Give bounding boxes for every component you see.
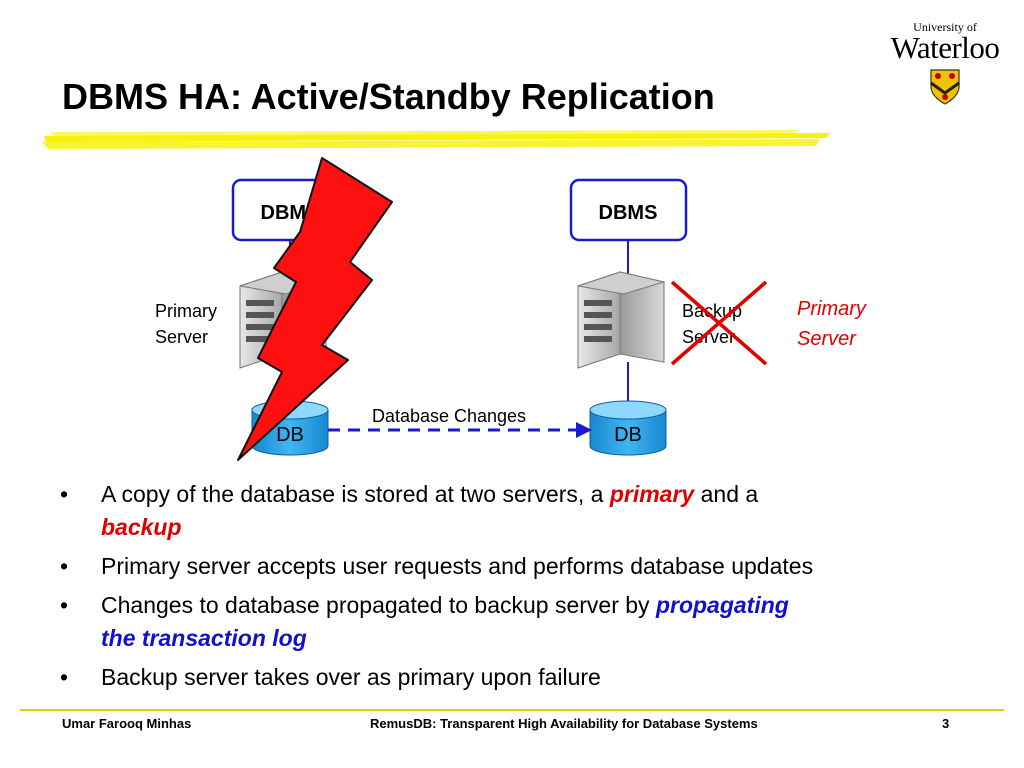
footer-title: RemusDB: Transparent High Availability f… [370,716,758,731]
lightning-bolt-icon [237,157,393,461]
keyword-transaction-log: the transaction log [101,625,307,651]
list-item: • A copy of the database is stored at tw… [60,478,1000,544]
database-cylinder-icon [589,400,667,456]
replication-label: Database Changes [372,406,526,426]
bullet-text: and a [694,481,759,507]
bullet-dot: • [60,553,69,579]
right-dbms-box [569,178,688,242]
server-tower-icon [577,271,666,369]
list-item: • Backup server takes over as primary up… [60,661,1000,694]
title-underline-highlight [42,130,830,149]
keyword-backup: backup [101,514,182,540]
primary-server-label-line2: Server [155,327,208,347]
list-item: • Primary server accepts user requests a… [60,550,1000,583]
bullet-dot: • [60,592,69,618]
bullet-list: • A copy of the database is stored at tw… [60,478,1000,700]
university-shield-icon [930,69,960,105]
arrow-head-icon [576,422,592,438]
new-primary-label-line2: Server [797,328,857,350]
bullet-text: Backup server takes over as primary upon… [101,664,601,690]
bullet-dot: • [60,664,69,690]
page-number: 3 [942,716,950,731]
list-item: • Changes to database propagated to back… [60,589,1000,655]
replication-diagram: DBMS DBMS DB DB Database Changes Primary [155,157,867,461]
primary-server-label-line1: Primary [155,301,217,321]
keyword-primary: primary [609,481,695,507]
keyword-propagating: propagating [655,592,789,618]
bullet-text: Primary server accepts user requests and… [101,553,814,579]
bullet-text: Changes to database propagated to backup… [101,592,656,618]
new-primary-label-line1: Primary [797,298,867,320]
right-dbms-label: DBMS [599,202,658,224]
bullet-text: A copy of the database is stored at two … [101,481,610,507]
bullet-dot: • [60,481,69,507]
red-x-icon [670,280,768,366]
logo-line-2: Waterloo [890,30,1000,65]
right-db-label: DB [614,424,642,446]
footer-author: Umar Farooq Minhas [62,716,192,731]
left-db-label: DB [276,424,304,446]
footer-divider [20,709,1004,711]
university-logo: University of Waterloo [880,18,1010,108]
slide-title: DBMS HA: Active/Standby Replication [62,76,715,117]
logo-line-1: University of [913,20,977,34]
